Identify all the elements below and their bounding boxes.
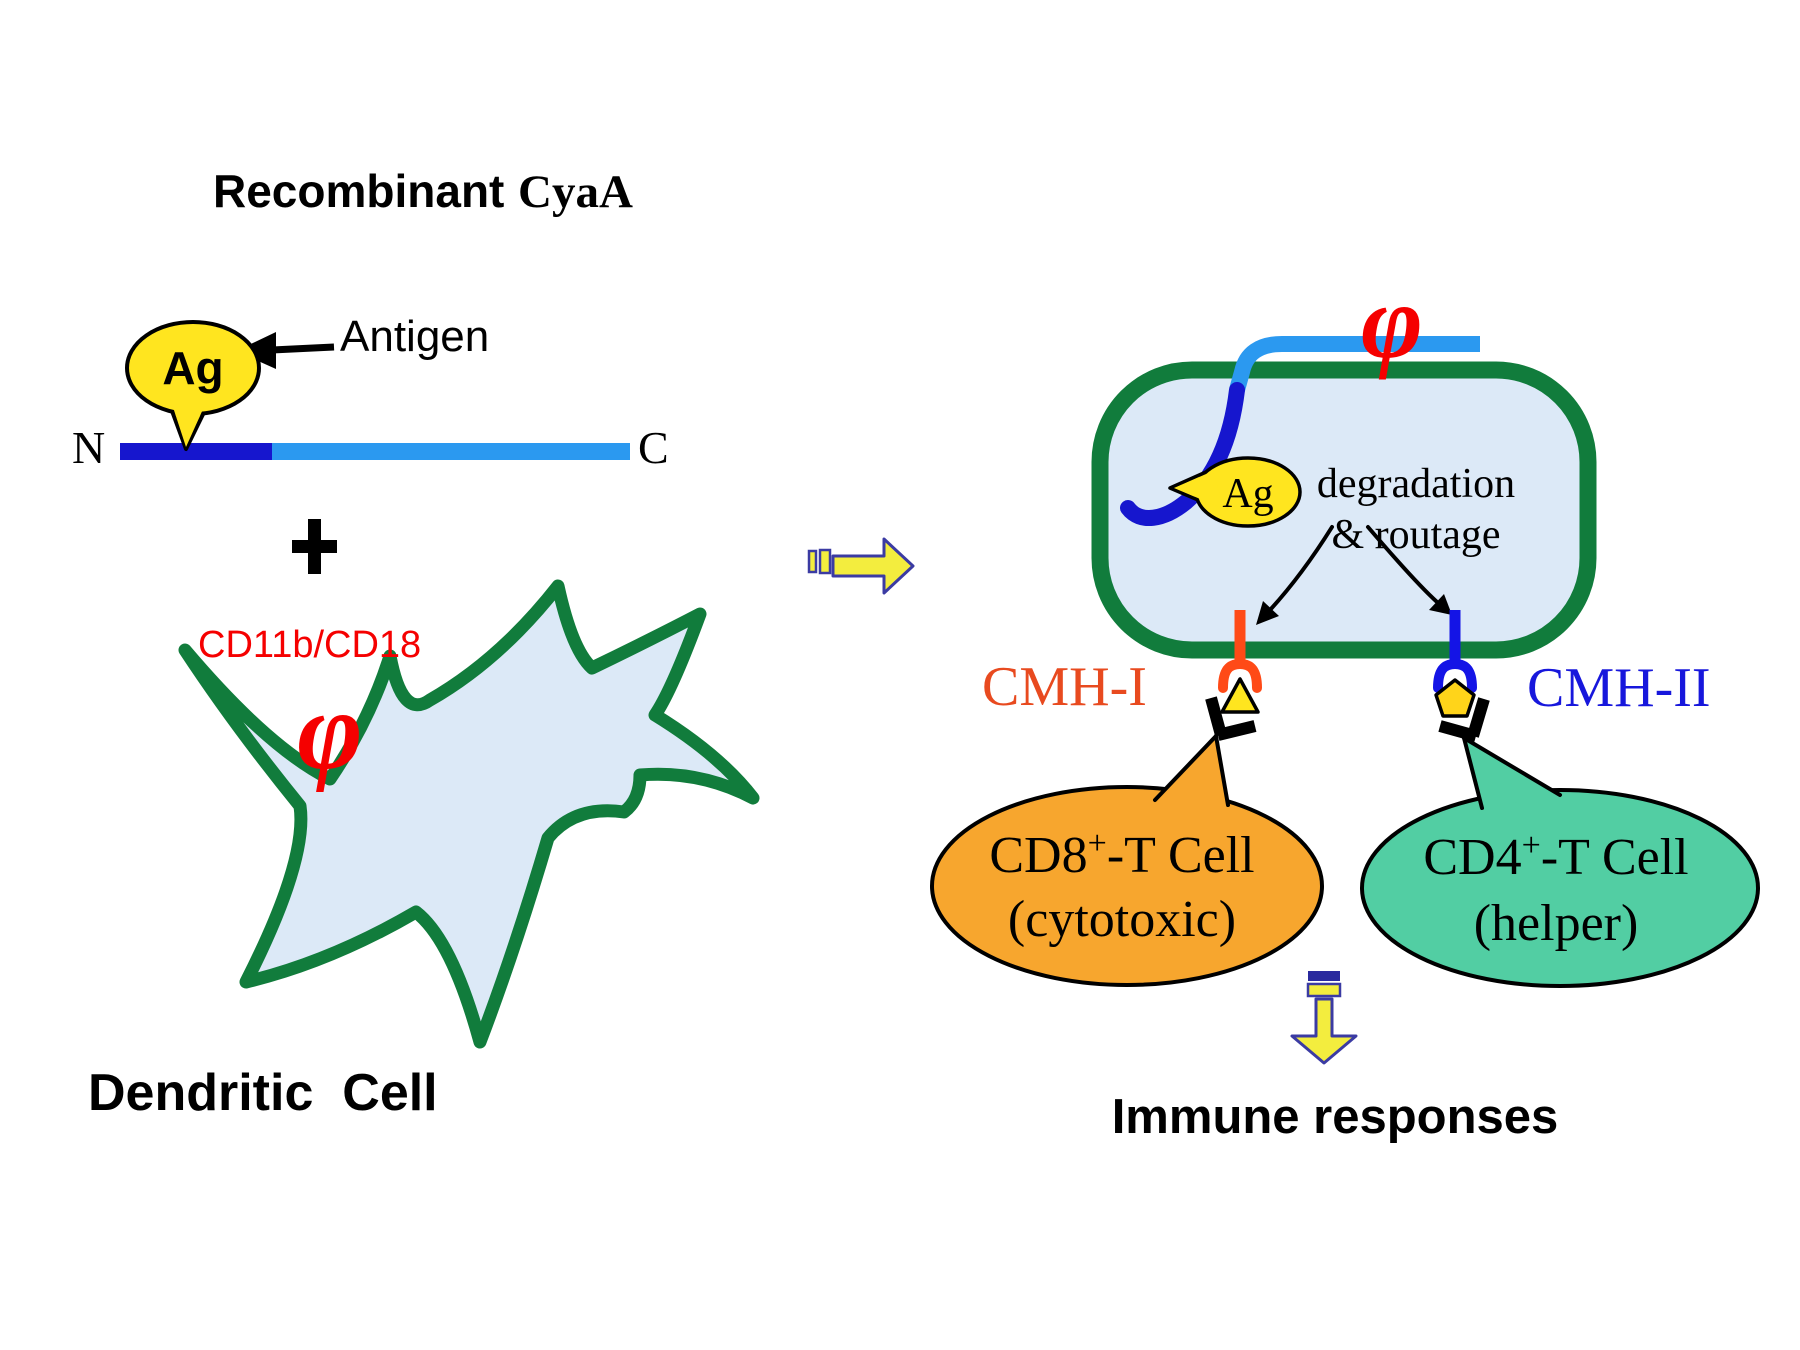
title-cyaa: CyaA	[518, 166, 633, 218]
antigen-balloon-label: Ag	[162, 342, 223, 394]
cd8-cell-label: CD8+-T Cell	[989, 825, 1254, 884]
cd4-cell-subtitle: (helper)	[1474, 895, 1639, 952]
c-terminus-label: C	[638, 422, 669, 473]
process-arrow-icon	[807, 537, 915, 595]
phi-toxin-icon-top: φ	[1361, 263, 1423, 380]
cd4-cell-label: CD4+-T Cell	[1423, 827, 1688, 886]
outcome-arrow-icon	[1290, 971, 1358, 1065]
tcr-cd4-icon	[1438, 697, 1490, 742]
tcr-cd8-icon	[1205, 696, 1257, 741]
protein-bar-c-segment	[272, 443, 630, 460]
cd8-cell-subtitle: (cytotoxic)	[1008, 891, 1236, 948]
cd4-cell: CD4+-T Cell (helper)	[1360, 736, 1760, 988]
cmh1-receptor	[1218, 610, 1262, 693]
internal-antigen-balloon: Ag	[1168, 456, 1302, 528]
antigen-label: Antigen	[340, 312, 489, 361]
n-terminus-label: N	[72, 422, 105, 473]
cmh2-receptor	[1433, 610, 1477, 693]
cd11b-cd18-label: CD11b/CD18	[198, 624, 421, 666]
protein-bar-n-segment	[120, 443, 272, 460]
phi-toxin-icon-left: φ	[297, 669, 363, 793]
dendritic-cell-shape	[178, 579, 760, 1049]
cd8-cell: CD8+-T Cell (cytotoxic)	[930, 734, 1324, 987]
cmh1-label: CMH-I	[982, 656, 1147, 718]
cyaa-c-terminal-segment	[1229, 336, 1480, 393]
peptide-triangle-icon	[1220, 677, 1260, 714]
routing-arrow-left-icon	[1256, 525, 1334, 625]
antigen-balloon: Ag	[125, 320, 261, 451]
routing-arrow-right-icon	[1366, 525, 1452, 615]
cmh2-label: CMH-II	[1527, 657, 1711, 719]
routage-label: & routage	[1331, 512, 1500, 558]
plus-sign	[292, 519, 337, 574]
dendritic-cell-label: Dendritic Cell	[88, 1064, 438, 1122]
degradation-label: degradation	[1317, 461, 1515, 507]
immune-responses-label: Immune responses	[1112, 1090, 1559, 1144]
internal-antigen-label: Ag	[1222, 471, 1273, 517]
peptide-pentagon-icon	[1434, 678, 1476, 718]
title-recombinant: Recombinant	[213, 165, 504, 217]
cyaa-n-terminal-segment	[1120, 382, 1245, 526]
